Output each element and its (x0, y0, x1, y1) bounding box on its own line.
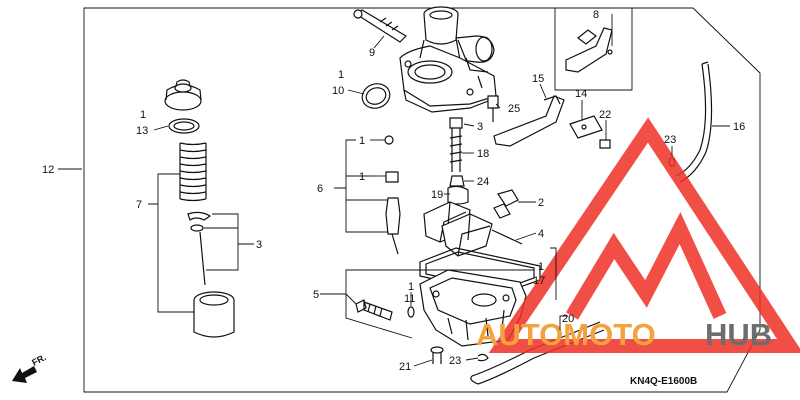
callout-21: 21 (399, 361, 411, 373)
callout-15: 15 (532, 73, 544, 85)
watermark-logo: AUTOMOTO HUB (476, 117, 800, 353)
callout-1: 1 (359, 135, 365, 147)
choke-lever-15 (493, 95, 565, 147)
callout-labels: 12 1 13 7 3 9 8 1 10 15 25 14 22 16 23 1… (42, 9, 745, 373)
float (423, 201, 493, 257)
callout-1: 1 (140, 109, 146, 121)
callout-11: 11 (404, 293, 415, 305)
callout-1: 1 (338, 69, 344, 81)
washer-11 (407, 306, 415, 318)
callout-25: 25 (508, 103, 520, 115)
throttle-stop-screw (353, 9, 407, 43)
callout-6: 6 (317, 183, 323, 195)
callout-12: 12 (42, 164, 54, 176)
callout-1: 1 (408, 281, 414, 293)
throttle-cap (164, 79, 202, 111)
clip-23b (477, 353, 489, 362)
vent-hose-16 (675, 61, 713, 183)
bowl-screw-21 (430, 346, 444, 364)
throttle-spring (179, 142, 207, 202)
callout-17: 17 (533, 275, 545, 287)
float-valve (493, 189, 519, 219)
callout-22: 22 (599, 109, 611, 121)
callout-24: 24 (477, 176, 489, 188)
callout-8: 8 (593, 9, 599, 21)
callout-9: 9 (369, 47, 375, 59)
callout-13: 13 (136, 125, 148, 137)
callout-16: 16 (733, 121, 745, 133)
float-bowl (419, 269, 527, 347)
watermark-text-part1: AUTOMOTO (476, 317, 656, 352)
watermark-text-part2: HUB (705, 317, 772, 352)
callout-3: 3 (477, 121, 483, 133)
leader-lines (58, 14, 730, 367)
jet-25 (487, 95, 499, 122)
diagram-frame (83, 7, 761, 393)
front-arrow-icon (12, 366, 37, 383)
front-label: FR. (30, 352, 47, 368)
needle-jet-holder (449, 117, 463, 172)
callout-7: 7 (136, 199, 142, 211)
drain-screw-5 (355, 299, 393, 321)
callout-1: 1 (359, 171, 365, 183)
cap-gasket (168, 118, 200, 134)
needle-clip (187, 211, 212, 232)
callout-19: 19 (431, 189, 443, 201)
callout-1: 1 (538, 261, 544, 273)
front-direction-indicator: FR. (12, 352, 48, 383)
callout-20: 20 (562, 313, 574, 325)
callout-14: 14 (575, 88, 587, 100)
screw-22 (599, 139, 611, 149)
choke-pin-14 (569, 115, 603, 139)
callout-4: 4 (538, 228, 544, 240)
main-jet (447, 175, 469, 205)
diagram-code: KN4Q-E1600B (630, 376, 697, 387)
float-pin (491, 229, 523, 245)
callout-5: 5 (313, 289, 319, 301)
throttle-slide (193, 291, 235, 338)
watermark-triangle (488, 117, 800, 353)
o-ring-10 (361, 83, 391, 109)
callout-23: 23 (449, 355, 461, 367)
carburetor-body (399, 6, 497, 113)
callout-2: 2 (538, 197, 544, 209)
callout-18: 18 (477, 148, 489, 160)
callout-3: 3 (256, 239, 262, 251)
throttle-link-8 (565, 27, 613, 73)
air-screw-set (384, 135, 401, 255)
watermark-m (565, 211, 727, 320)
callout-23: 23 (664, 134, 676, 146)
jet-needle (199, 231, 206, 286)
inset-frame (554, 8, 633, 91)
callout-10: 10 (332, 85, 344, 97)
